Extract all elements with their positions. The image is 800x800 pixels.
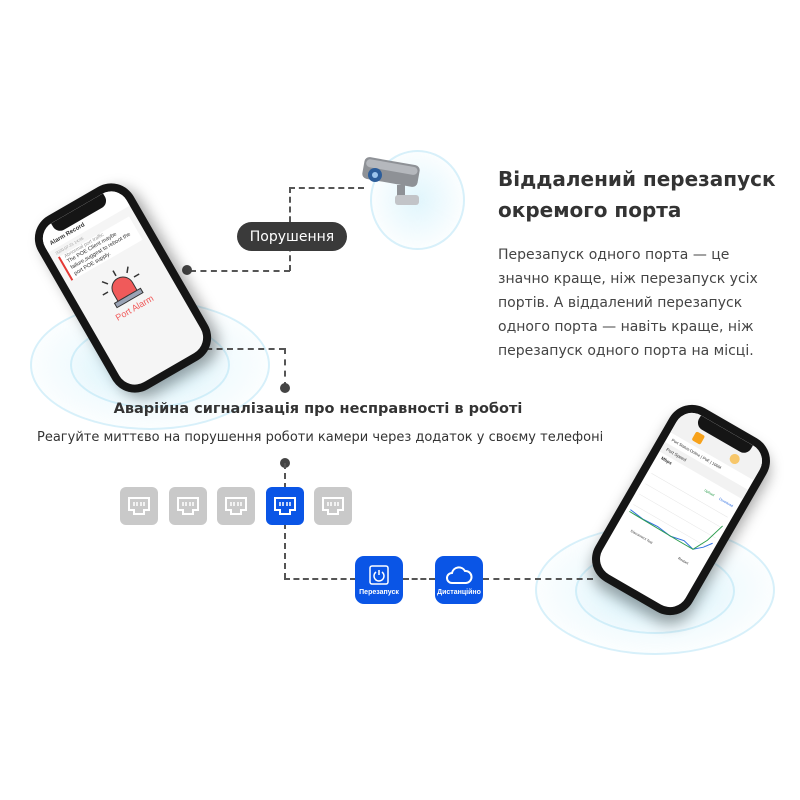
connector-line [403, 578, 435, 580]
ethernet-port-icon [322, 497, 344, 515]
description-line: перезапуск одного порта на місці. [498, 343, 754, 359]
connector-line [483, 578, 593, 580]
restart-label: Перезапуск [359, 588, 399, 596]
ethernet-port-icon [225, 497, 247, 515]
description-line: значно краще, ніж перезапуск усіх [498, 271, 758, 287]
ethernet-port-icon [273, 497, 296, 515]
restart-action[interactable]: Restart [677, 556, 690, 566]
feature-title-line: Віддалений перезапуск [498, 167, 776, 191]
description-line: Перезапуск одного порта — це [498, 247, 730, 263]
disconnect-test-action[interactable]: Disconnect Test [629, 529, 654, 545]
security-camera-icon [362, 157, 420, 205]
connector-dot [182, 265, 192, 275]
connector-dot [280, 383, 290, 393]
connector-line [289, 187, 364, 189]
ethernet-port[interactable] [217, 487, 255, 525]
connector-line [284, 578, 356, 580]
feature-title-line: окремого порта [498, 198, 682, 222]
power-icon [369, 564, 389, 585]
feature-title: Віддалений перезапуск окремого порта [498, 164, 776, 226]
connector-line [284, 348, 286, 388]
remote-label: Дистанційно [437, 588, 481, 596]
restart-button[interactable]: Перезапуск [355, 556, 403, 604]
description-line: портів. А віддалений перезапуск [498, 295, 743, 311]
camera-status-icon [727, 452, 742, 466]
ethernet-port-active[interactable] [265, 487, 304, 525]
feature-description: Перезапуск одного порта — це значно кращ… [498, 243, 758, 363]
ethernet-port[interactable] [314, 487, 352, 525]
alarm-heading: Аварійна сигналізація про несправності в… [113, 401, 523, 417]
alarm-record-screen: Alarm Record 2020-07-21 14:45 Abnormal p… [36, 184, 210, 392]
ethernet-port-icon [176, 497, 199, 515]
cloud-icon [446, 565, 473, 584]
alarm-subtitle: Реагуйте миттєво на порушення роботи кам… [37, 430, 604, 445]
violation-badge: Порушення [237, 222, 347, 251]
connector-line [175, 348, 285, 350]
right-phone-mockup: Port Status:Online | PoE | 100M Port Spe… [582, 395, 780, 625]
speed-chart [629, 473, 728, 550]
ethernet-port[interactable] [120, 487, 158, 525]
upload-series [629, 510, 723, 550]
remote-button[interactable]: Дистанційно [435, 556, 483, 604]
port-status-screen: Port Status:Online | PoE | 100M Port Spe… [593, 406, 769, 614]
left-phone-mockup: Alarm Record 2020-07-21 14:45 Abnormal p… [25, 173, 221, 403]
ethernet-port[interactable] [168, 487, 207, 525]
description-line: одного порта — навіть краще, ніж [498, 319, 754, 335]
ethernet-port-icon [128, 497, 150, 515]
device-icon [691, 431, 706, 445]
connector-line [190, 270, 290, 272]
alarm-siren-icon [101, 266, 144, 309]
